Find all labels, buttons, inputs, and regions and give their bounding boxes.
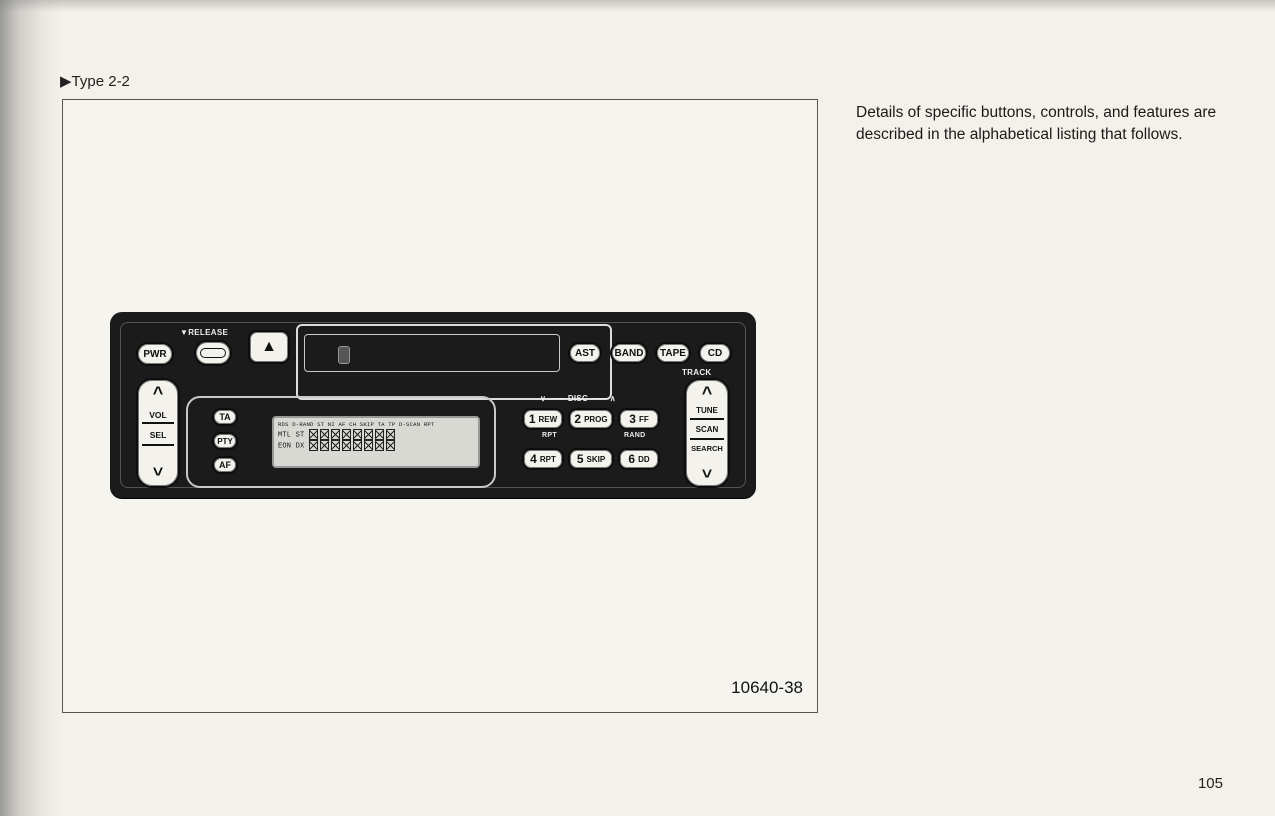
figure-number: 10640-38	[731, 678, 803, 697]
preset-label: DD	[638, 454, 650, 464]
rpt-label: RPT	[542, 432, 557, 439]
lcd-left-label: EON DX	[278, 442, 305, 451]
rocker-divider	[690, 438, 724, 440]
eject-icon: ▲	[261, 338, 277, 355]
lcd-segment-icon	[385, 429, 395, 440]
sel-label: SEL	[149, 430, 167, 440]
lcd-segment-icon	[341, 440, 351, 452]
chevron-down-icon: ^	[701, 461, 713, 481]
lcd-segment-icon	[385, 440, 395, 452]
rocker-divider	[142, 444, 174, 446]
lcd-segment-icon	[308, 429, 318, 440]
pwr-button[interactable]: PWR	[136, 342, 174, 366]
lcd-segment-icon	[352, 429, 362, 440]
lcd-segment-icon	[319, 429, 329, 440]
preset-number: 2	[574, 412, 582, 426]
lcd-segment-icon	[341, 429, 351, 440]
lcd-segment-icon	[330, 440, 340, 452]
lcd-segment-icon	[374, 440, 384, 452]
release-button[interactable]	[194, 340, 232, 366]
lcd-left-label: MTL ST	[278, 431, 305, 440]
disc-label-text: DISC	[567, 394, 589, 403]
pty-button[interactable]: PTY	[212, 432, 238, 450]
lcd-segment-icon	[363, 429, 373, 440]
display-bezel	[186, 396, 496, 488]
eject-button[interactable]: ▲	[248, 330, 290, 364]
lcd-segment-icon	[363, 440, 373, 452]
lcd-segment-icon	[352, 440, 362, 452]
preset-label: SKIP	[586, 454, 606, 464]
preset-label: FF	[638, 414, 649, 424]
top-shadow	[0, 0, 1275, 12]
ta-button[interactable]: TA	[212, 408, 238, 426]
rocker-divider	[690, 418, 724, 420]
track-label: TRACK	[682, 368, 712, 377]
scan-label: SCAN	[695, 425, 719, 434]
preset-label: REW	[538, 414, 558, 424]
preset-number: 1	[528, 412, 536, 426]
radio-head-unit: PWR ▼RELEASE ▲ AST BAND TAPE CD ^ VOL SE…	[110, 312, 756, 498]
cassette-slot	[296, 324, 612, 400]
cassette-door	[304, 334, 560, 372]
af-button[interactable]: AF	[212, 456, 238, 474]
chevron-down-icon: ^	[152, 459, 164, 479]
preset-label: RPT	[539, 454, 556, 464]
lcd-segment-icon	[374, 429, 384, 440]
lcd-indicator-row: RDS D-RAND ST NI AF CH SKIP TA TP D-SCAN…	[278, 421, 435, 428]
vol-label: VOL	[149, 410, 167, 420]
vol-sel-rocker[interactable]: ^ VOL SEL ^	[136, 378, 180, 488]
preset-number: 5	[576, 452, 584, 466]
disc-label: ∨ —— DISC —— ∧	[540, 394, 616, 403]
release-label: ▼RELEASE	[180, 328, 229, 337]
lcd-segment-icon	[330, 429, 340, 440]
rocker-divider	[142, 422, 174, 424]
ast-button[interactable]: AST	[568, 342, 602, 364]
cassette-indicator-icon	[338, 346, 350, 364]
lcd-segment-icon	[319, 440, 329, 452]
preset-number: 3	[629, 412, 636, 426]
search-label: SEARCH	[691, 444, 723, 453]
chevron-up-icon: ^	[152, 383, 164, 403]
tape-button[interactable]: TAPE	[655, 342, 691, 364]
lcd-display: RDS D-RAND ST NI AF CH SKIP TA TP D-SCAN…	[272, 416, 480, 468]
rand-label: RAND	[624, 432, 646, 439]
cd-button[interactable]: CD	[698, 342, 732, 364]
page-number: 105	[1197, 775, 1223, 792]
preset-label: PROG	[584, 414, 608, 424]
lcd-row-1: MTL ST	[278, 429, 474, 440]
lcd-row-2: EON DX	[278, 440, 474, 452]
preset-number: 6	[628, 452, 636, 466]
book-gutter	[0, 0, 62, 816]
tune-label: TUNE	[696, 406, 718, 415]
preset-number: 4	[530, 452, 537, 466]
band-button[interactable]: BAND	[610, 342, 648, 364]
release-slot-icon	[200, 348, 226, 358]
intro-text: Details of specific buttons, controls, a…	[856, 104, 1217, 143]
tune-search-rocker[interactable]: ^ TUNE SCAN SEARCH ^	[684, 378, 730, 488]
lcd-segment-icon	[308, 440, 318, 452]
chevron-up-icon: ^	[701, 383, 713, 403]
section-label: ▶Type 2-2	[60, 73, 130, 90]
